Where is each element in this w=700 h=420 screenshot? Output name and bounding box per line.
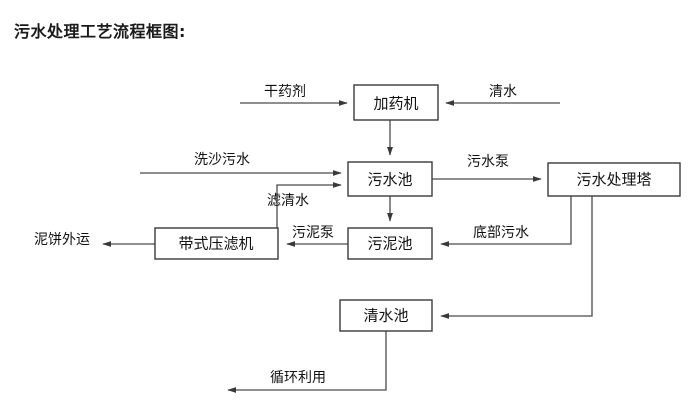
node-clear-water-pool-label: 清水池: [363, 307, 408, 325]
connector-clear-water-pool-to-reuse: [227, 331, 387, 393]
edge-label-bottom-sewage: 底部污水: [473, 225, 529, 241]
edge-label-filtered-water: 滤清水: [267, 193, 309, 209]
node-clear-water-pool[interactable]: 清水池: [339, 299, 433, 332]
edge-label-dry-reagent: 干药剂: [264, 84, 306, 100]
node-sewage-pool-label: 污水池: [367, 171, 412, 189]
node-dosing-machine-label: 加药机: [373, 95, 418, 113]
node-sludge-pool[interactable]: 污泥池: [347, 227, 433, 260]
node-treatment-tower[interactable]: 污水处理塔: [547, 162, 681, 197]
node-belt-filter-press-rect: [154, 227, 279, 260]
edge-label-mud-cake-export: 泥饼外运: [34, 232, 90, 248]
edge-label-clean-water: 清水: [489, 84, 517, 100]
node-belt-filter-press[interactable]: 带式压滤机: [154, 227, 279, 260]
edge-label-sewage-pump: 污水泵: [467, 154, 509, 170]
edge-label-sludge-pump: 污泥泵: [292, 225, 334, 241]
node-treatment-tower-rect: [547, 162, 681, 197]
page-title: 污水处理工艺流程框图:: [14, 22, 186, 41]
edge-label-sand-wash-sewage: 洗沙污水: [194, 152, 250, 168]
connector-tower-to-sludge-pool: [440, 196, 572, 247]
connector-tower-to-clear-water-pool: [440, 196, 593, 319]
node-dosing-machine-rect: [353, 84, 439, 121]
node-belt-filter-press-label: 带式压滤机: [178, 235, 253, 253]
node-sewage-pool-rect: [347, 161, 433, 197]
node-treatment-tower-label: 污水处理塔: [576, 171, 651, 189]
node-dosing-machine[interactable]: 加药机: [353, 84, 439, 121]
node-sludge-pool-label: 污泥池: [367, 235, 412, 253]
node-sludge-pool-rect: [347, 227, 433, 260]
connector-filtered-water-to-sewage-pool: [276, 182, 342, 228]
edge-label-recycle-reuse: 循环利用: [270, 370, 326, 386]
node-sewage-pool[interactable]: 污水池: [347, 161, 433, 197]
node-clear-water-pool-rect: [339, 299, 433, 332]
